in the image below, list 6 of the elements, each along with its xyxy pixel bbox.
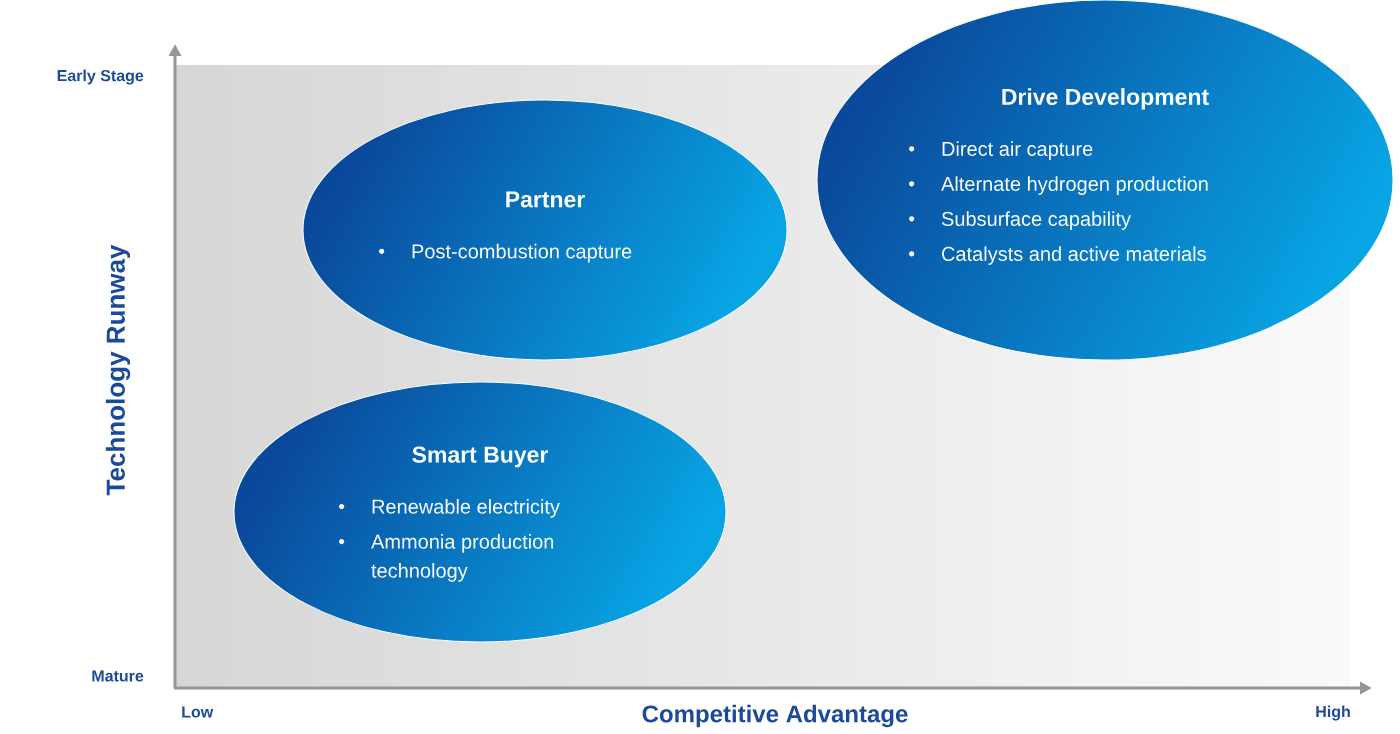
axis-label: Mature bbox=[92, 670, 144, 682]
axis-label: Low bbox=[182, 706, 214, 718]
axis-title: Competitive Advantage bbox=[642, 704, 908, 728]
axis-title: Technology Runway bbox=[105, 244, 131, 496]
axis-label: High bbox=[1316, 705, 1350, 721]
axis-label: Early Stage bbox=[57, 69, 144, 85]
